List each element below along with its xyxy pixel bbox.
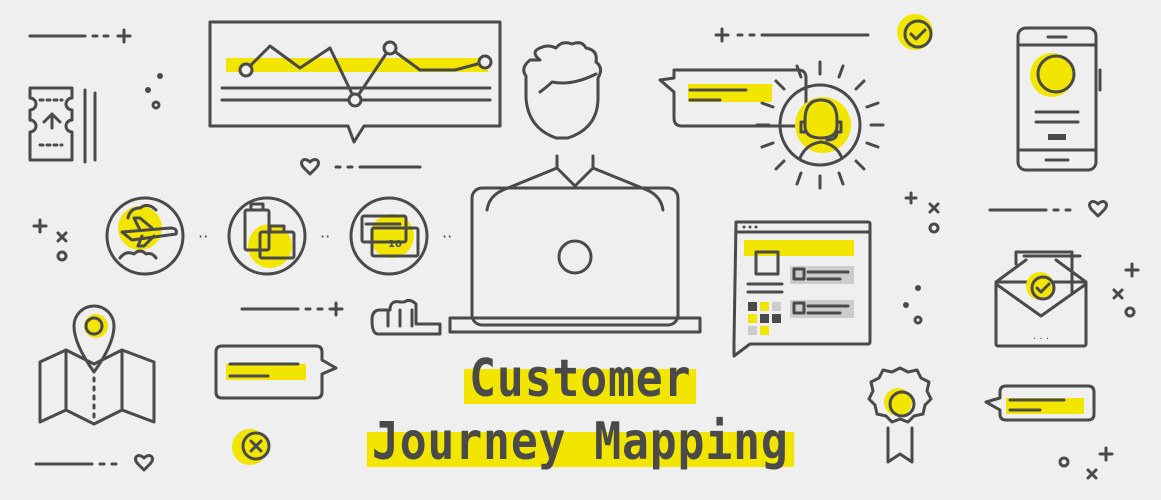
title-highlight-2 bbox=[366, 432, 795, 467]
chat-bubble-right-icon bbox=[984, 384, 1096, 422]
connector-dots: ·· bbox=[442, 227, 452, 246]
airplane-icon bbox=[105, 196, 185, 276]
heart-icon bbox=[300, 158, 422, 176]
ticket-badge-label: 10 bbox=[388, 239, 402, 250]
deco-line-top-right bbox=[714, 27, 870, 43]
deco-dots-top-left bbox=[145, 73, 163, 110]
close-circle-icon bbox=[232, 429, 271, 465]
checkmark-badge-icon bbox=[897, 14, 933, 50]
award-ribbon-icon bbox=[867, 366, 933, 464]
deco-line-right-heart bbox=[988, 200, 1108, 218]
envelope-dots: · · · bbox=[1033, 334, 1049, 345]
deco-cross-bottom-right bbox=[1058, 446, 1114, 480]
deco-line-top-left bbox=[28, 28, 132, 44]
page-title-line-1: Customer bbox=[464, 349, 697, 409]
deco-cross-right-mid bbox=[1112, 262, 1140, 318]
deco-line-left-mid bbox=[240, 301, 344, 317]
person-at-laptop-icon bbox=[370, 41, 702, 336]
title-text-2: Journey Mapping bbox=[372, 412, 789, 472]
chat-bubble-left-icon bbox=[214, 344, 338, 400]
deco-cross-left bbox=[32, 218, 68, 262]
title-line-2-wrap: Journey Mapping bbox=[0, 413, 1161, 471]
browser-window-icon bbox=[732, 220, 872, 358]
line-chart-bubble-icon bbox=[208, 20, 502, 144]
support-agent-icon bbox=[755, 60, 885, 190]
envelope-check-icon: · · · bbox=[994, 250, 1088, 348]
connector-dots: ·· bbox=[320, 227, 330, 246]
ticket-icon bbox=[28, 86, 97, 164]
deco-line-bottom-left bbox=[34, 454, 154, 472]
luggage-icon bbox=[227, 196, 307, 276]
title-line-1-wrap: Customer bbox=[0, 350, 1161, 408]
deco-dots-mid-right bbox=[903, 285, 923, 325]
chat-bubble-icon bbox=[658, 68, 808, 128]
title-text-1: Customer bbox=[469, 349, 692, 409]
ticket-money-icon: 10 bbox=[349, 196, 429, 276]
smartphone-icon bbox=[1016, 26, 1102, 172]
page-title-line-2: Journey Mapping bbox=[366, 412, 795, 472]
title-highlight-1 bbox=[464, 369, 697, 404]
deco-cross-right-top bbox=[904, 191, 940, 234]
map-pin-icon bbox=[38, 304, 156, 426]
connector-dots: ·· bbox=[198, 227, 208, 246]
